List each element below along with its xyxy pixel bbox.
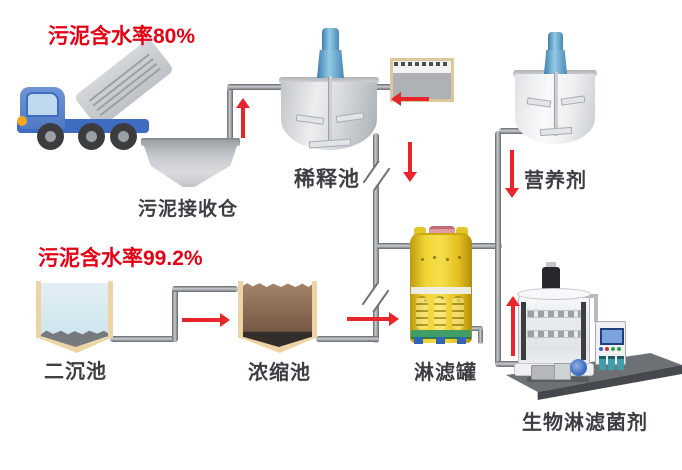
bioleach-motor-icon	[542, 267, 560, 290]
nutrient-label: 营养剂	[524, 170, 587, 192]
pipe-hopper-riser	[227, 88, 233, 144]
leaching-tank-foot	[457, 337, 466, 344]
annotation-moisture-99-2: 污泥含水率99.2%	[38, 247, 203, 270]
button-dot	[605, 347, 609, 351]
receiving-bin	[142, 140, 239, 187]
bioleach-tank-band	[581, 302, 586, 360]
dot	[458, 256, 461, 259]
pipe-to-thickener	[172, 286, 238, 292]
pipe-dilution-drop	[373, 133, 379, 343]
clarifier-wall	[108, 281, 113, 338]
arrow-right-icon	[347, 312, 399, 326]
clarifier-label: 二沉池	[44, 361, 107, 383]
truck-wheel	[110, 123, 137, 150]
truck-wheel	[78, 123, 105, 150]
bioleach-tank-louver	[527, 330, 581, 338]
pipe-hopper-to-dilution	[227, 84, 287, 90]
arrow-up-icon	[506, 296, 520, 356]
leaching-bubbles	[434, 296, 446, 330]
dot	[421, 258, 424, 261]
bioleach-motor-cap	[546, 262, 556, 267]
dilution-mixer-motor-icon	[322, 28, 339, 52]
leaching-tank-foot	[436, 337, 445, 344]
leaching-tank-nub	[414, 227, 426, 236]
clarifier-water	[41, 283, 108, 337]
pipe-dosebox-to-dilution	[368, 84, 394, 90]
dilution-mixer-shaft	[328, 76, 332, 146]
button-dot	[599, 347, 603, 351]
leaching-bubbles	[416, 296, 428, 330]
dot	[446, 258, 449, 261]
pipe-leaching-drain	[466, 326, 483, 331]
bioleach-tank-rim	[517, 288, 591, 300]
dilution-mixer-motor-body	[317, 50, 344, 78]
clarifier-wall	[36, 281, 41, 338]
arrow-down-icon	[403, 142, 417, 182]
thickener-wall	[238, 281, 243, 338]
bioleach-tank-band	[521, 302, 526, 360]
thickener-sludge	[243, 283, 312, 337]
thickener-wall	[312, 281, 317, 338]
leaching-bubbles	[452, 296, 464, 330]
arrow-down-icon	[505, 150, 519, 198]
pipe-nutrient-out	[499, 128, 529, 134]
dosing-box-grate	[394, 62, 450, 66]
control-screen	[600, 328, 624, 345]
pipe-clarifier-out	[110, 336, 178, 342]
pipe-to-bioleach-unit	[495, 361, 529, 367]
nutrient-mixer-shaft	[554, 72, 558, 136]
arrow-up-icon	[236, 98, 250, 138]
pipe-leaching-drain-drop	[478, 328, 483, 344]
leaching-tank-nub	[456, 227, 468, 236]
pipe-nutrient-drop	[495, 131, 501, 366]
pipe-clarifier-riser	[172, 288, 178, 342]
thickener-sludge-dark	[243, 331, 312, 347]
bioleach-label: 生物淋滤菌剂	[522, 412, 648, 434]
pump-motor	[554, 363, 571, 380]
nutrient-mixer-motor-body	[544, 50, 567, 74]
thickener-label: 浓缩池	[248, 362, 311, 384]
dosing-pump	[599, 356, 606, 370]
arrow-left-icon	[391, 92, 429, 106]
arrow-right-icon	[182, 313, 230, 327]
dilution-tank-label: 稀释池	[294, 168, 360, 191]
receiving-bin-label: 污泥接收仓	[138, 199, 239, 220]
button-dot	[617, 347, 621, 351]
pipe-thickener-out	[316, 336, 379, 342]
dosing-pump	[608, 356, 615, 370]
truck-window	[26, 92, 59, 117]
truck-cab	[20, 87, 65, 129]
pipe-break-icon	[361, 282, 390, 313]
leaching-tank-label: 淋滤罐	[414, 362, 477, 384]
dot	[433, 256, 436, 259]
bioleach-top-pipe-drop	[594, 294, 598, 322]
dump-container-icon	[73, 37, 175, 130]
dosing-pump	[617, 356, 624, 370]
bioleach-tank-louver	[527, 310, 581, 318]
truck-headlight	[17, 116, 27, 126]
nutrient-mixer-motor-icon	[548, 32, 563, 52]
pipe-break-icon	[362, 160, 391, 191]
annotation-moisture-80: 污泥含水率80%	[48, 25, 196, 48]
truck-wheel	[37, 123, 64, 150]
pump-blue-icon	[570, 359, 587, 376]
leaching-tank-foot	[414, 337, 423, 344]
leaching-tank-band	[411, 287, 471, 294]
button-dot	[611, 347, 615, 351]
